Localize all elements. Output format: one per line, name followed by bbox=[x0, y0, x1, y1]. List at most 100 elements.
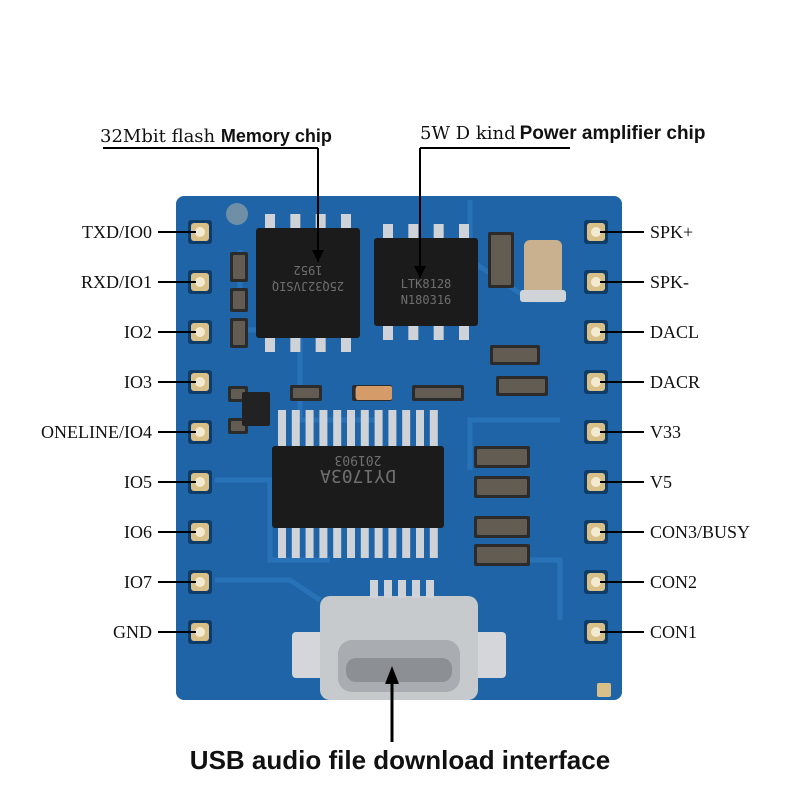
flash-chip-pin bbox=[265, 214, 275, 230]
pcb-trace bbox=[215, 577, 322, 603]
amp-chip-pin bbox=[408, 224, 419, 240]
left-pad-hole bbox=[195, 227, 205, 237]
usb-pin bbox=[426, 580, 434, 598]
passive-component bbox=[412, 385, 464, 401]
main-chip-pin bbox=[291, 528, 300, 558]
left-pin-label: ONELINE/IO4 bbox=[41, 422, 152, 442]
flash-callout: 32Mbit flash Memory chip bbox=[100, 126, 332, 147]
flash-arrow-head bbox=[312, 250, 324, 262]
main-chip-pin bbox=[347, 410, 355, 446]
left-pad-hole bbox=[195, 627, 205, 637]
pin-pads bbox=[188, 220, 608, 644]
left-pin-label: GND bbox=[113, 622, 152, 642]
main-chip-pin bbox=[402, 528, 411, 558]
usb-interface-label: USB audio file download interface bbox=[189, 745, 611, 775]
main-chip-body bbox=[272, 446, 444, 528]
right-pin-label: CON1 bbox=[650, 622, 698, 642]
amp-chip-pin bbox=[433, 324, 444, 340]
main-chip-pin bbox=[388, 410, 397, 446]
right-pad-hole bbox=[591, 577, 601, 587]
right-pin-label: V33 bbox=[650, 422, 681, 442]
amp-chip-marking: N180316 bbox=[401, 293, 452, 307]
passive-component bbox=[474, 446, 530, 468]
amp-chip-pin bbox=[459, 324, 469, 340]
amp-arrow-head bbox=[414, 266, 426, 278]
pcb-trace bbox=[467, 417, 560, 470]
amp-chip-pin bbox=[459, 224, 469, 240]
passive-component-cap bbox=[415, 388, 461, 398]
left-pad-hole bbox=[195, 377, 205, 387]
pcb-trace bbox=[520, 557, 563, 620]
main-chip-pin bbox=[278, 528, 286, 558]
main-chip-pin bbox=[429, 410, 438, 446]
left-pad-hole bbox=[195, 527, 205, 537]
passive-component bbox=[474, 544, 530, 566]
left-pin-label: IO5 bbox=[124, 472, 152, 492]
amp-callout-suffix: Power amplifier chip bbox=[519, 123, 706, 144]
passive-component-cap bbox=[499, 379, 545, 393]
left-pin-label: IO2 bbox=[124, 322, 152, 342]
usb-pin bbox=[384, 580, 392, 598]
right-pin-label: V5 bbox=[650, 472, 672, 492]
usb-tongue bbox=[346, 658, 452, 682]
right-pad-hole bbox=[591, 377, 601, 387]
right-pin-label: CON2 bbox=[650, 572, 698, 592]
main-chip-pin bbox=[278, 410, 286, 446]
right-pin-label: SPK+ bbox=[650, 222, 694, 242]
right-pad-hole bbox=[591, 327, 601, 337]
main-chip-pin bbox=[305, 410, 314, 446]
passive-component bbox=[496, 376, 548, 396]
main-chip-pin bbox=[291, 410, 300, 446]
flash-callout-prefix: 32Mbit flash bbox=[100, 126, 216, 147]
right-pin-label: DACL bbox=[650, 322, 699, 342]
main-chip-pin bbox=[319, 528, 328, 558]
main-chip-marking: DY1703A bbox=[320, 465, 396, 486]
passive-component-cap bbox=[493, 348, 537, 362]
flash-chip-body bbox=[256, 228, 360, 338]
passive-component-cap bbox=[477, 479, 527, 495]
passive-component-cap bbox=[233, 291, 245, 309]
passive-component bbox=[230, 288, 248, 312]
leader-lines bbox=[103, 147, 644, 742]
passive-component bbox=[490, 345, 540, 365]
passive-component-cap bbox=[231, 421, 245, 431]
main-chip-pin bbox=[416, 410, 424, 446]
left-pin-label: IO3 bbox=[124, 372, 152, 392]
right-pad-hole bbox=[591, 227, 601, 237]
amp-callout: 5W D kind Power amplifier chip bbox=[420, 123, 705, 145]
passive-component-cap bbox=[231, 389, 245, 399]
passive-component bbox=[488, 232, 514, 288]
main-chip-pin bbox=[374, 410, 383, 446]
right-pad-hole bbox=[591, 277, 601, 287]
pcb-trace bbox=[215, 477, 330, 563]
passive-component-cap bbox=[477, 547, 527, 563]
right-pin-label: CON3/BUSY bbox=[650, 522, 751, 542]
left-pad-hole bbox=[195, 327, 205, 337]
main-chip-pin bbox=[333, 410, 342, 446]
passive-component bbox=[290, 385, 322, 401]
usb-arrow-head bbox=[385, 666, 399, 684]
flash-chip-marking: 1952 bbox=[294, 263, 323, 277]
right-pin-label: DACR bbox=[650, 372, 701, 392]
passive-component bbox=[230, 252, 248, 282]
left-pin-label: IO7 bbox=[124, 572, 152, 592]
transistor bbox=[242, 392, 270, 426]
passive-component-cap bbox=[491, 235, 511, 285]
passive-component bbox=[474, 516, 530, 538]
resistor bbox=[356, 386, 392, 400]
amp-chip-pin bbox=[383, 224, 393, 240]
main-chip-pin bbox=[360, 528, 369, 558]
flash-chip-marking: 25Q32JVSIQ bbox=[272, 279, 344, 293]
main-chip-pin bbox=[347, 528, 355, 558]
main-chip-pin bbox=[360, 410, 369, 446]
main-chip-pin bbox=[333, 528, 342, 558]
right-pad-hole bbox=[591, 527, 601, 537]
main-chip-pin bbox=[319, 410, 328, 446]
flash-chip-pin bbox=[315, 214, 326, 230]
passive-component-cap bbox=[477, 519, 527, 535]
left-pad-hole bbox=[195, 427, 205, 437]
main-chip-marking: 201903 bbox=[335, 452, 382, 467]
flash-chip-pin bbox=[265, 336, 275, 352]
main-chip-pin bbox=[416, 528, 424, 558]
